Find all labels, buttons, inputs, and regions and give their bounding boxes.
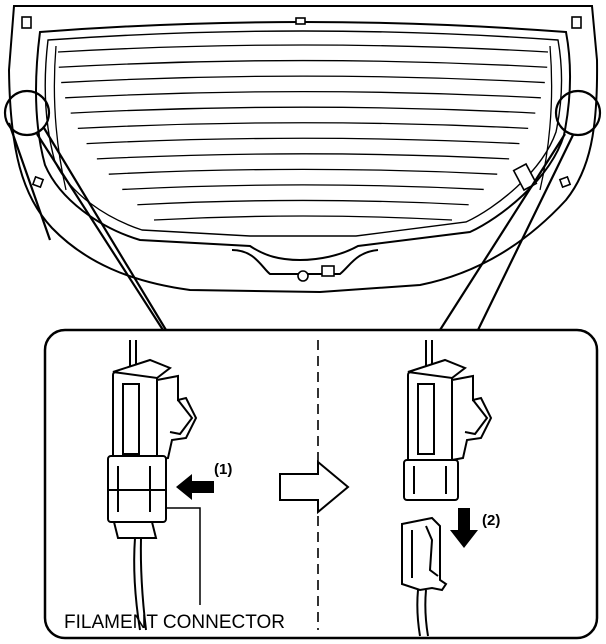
upper-housing-base-lines — [413, 466, 447, 494]
rear-glass-inner-border — [44, 30, 563, 237]
connector-before — [107, 340, 198, 631]
top-right-mount-tab — [571, 16, 582, 29]
filament-line — [61, 75, 545, 84]
filament-line — [86, 137, 520, 145]
right-side-tab — [558, 175, 572, 189]
license-light-slot — [321, 265, 335, 277]
left-leader-b — [43, 127, 167, 331]
press-arrow-icon — [176, 474, 214, 500]
filament-line — [153, 215, 453, 221]
right-bus-bar — [539, 45, 553, 191]
filament-line — [137, 199, 469, 206]
filament-line — [77, 122, 529, 130]
wire-bottom-right — [416, 589, 429, 637]
left-leader-a — [36, 133, 164, 331]
left-side-tab — [31, 175, 45, 189]
upper-housing-cap-left — [112, 358, 173, 380]
defroster-filament-lines — [53, 44, 553, 221]
filament-line — [108, 168, 498, 175]
liftgate-lower-notch — [231, 249, 379, 275]
step-1-label: (1) — [214, 461, 232, 478]
filament-line — [57, 44, 549, 53]
liftgate-features — [21, 16, 582, 282]
caption-leader — [166, 507, 201, 605]
filament-line — [96, 153, 510, 160]
clip-inner-left — [169, 399, 194, 436]
lower-housing-lock-left — [108, 466, 166, 512]
left-detail-circle — [3, 89, 51, 137]
liftgate-outline — [7, 5, 599, 294]
clip-inner-right — [464, 399, 489, 436]
upper-housing-left — [112, 371, 158, 467]
lock-hole — [297, 270, 309, 282]
detail-callouts — [3, 89, 602, 331]
left-leader-outer — [7, 122, 52, 241]
sequence-arrow-icon — [279, 459, 350, 515]
filament-line — [70, 106, 536, 114]
right-leader-b — [477, 134, 574, 331]
terminal-detail-right — [411, 525, 439, 578]
connector-after — [401, 340, 493, 637]
upper-housing-rib-left — [122, 383, 140, 455]
filament-line — [58, 59, 548, 68]
upper-housing-rib-right — [417, 383, 435, 455]
filament-line — [65, 90, 541, 99]
rear-glass-outline — [35, 21, 572, 262]
top-left-mount-tab — [21, 16, 32, 29]
filament-line — [122, 184, 484, 191]
upper-housing-base-right — [403, 459, 459, 501]
upper-housing-right — [407, 371, 453, 467]
retaining-clip-right — [451, 374, 493, 462]
lower-housing-foot-left — [112, 521, 158, 539]
liftgate-glass-assembly — [7, 5, 599, 294]
wire-bottom-left — [133, 537, 147, 631]
upper-housing-cap-right — [407, 358, 468, 380]
step-2-label: (2) — [482, 512, 500, 529]
pull-arrow-icon — [450, 508, 478, 548]
separated-terminal-right — [401, 516, 448, 592]
right-detail-circle — [554, 89, 602, 137]
filament-connector-caption: FILAMENT CONNECTOR — [64, 612, 285, 633]
top-center-slot — [295, 17, 306, 25]
right-leader-a — [439, 133, 566, 331]
